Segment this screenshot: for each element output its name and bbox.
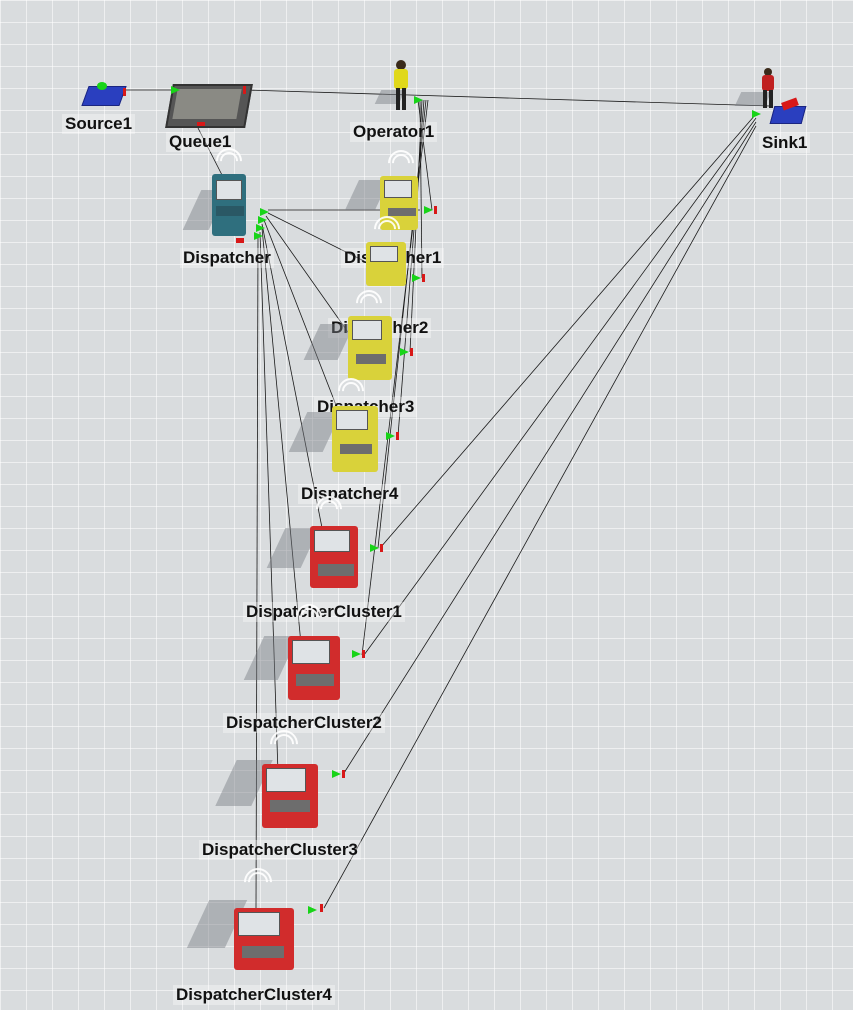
dispatcher-cluster1-label: DispatcherCluster1 [243,602,405,622]
dispatcher-cluster3-object[interactable] [215,724,356,830]
dispatcher-cluster2-object[interactable] [243,598,370,702]
dispatcher4-object[interactable] [288,372,406,478]
dispatcher1-object[interactable] [345,144,442,236]
sink-label: Sink1 [759,133,811,153]
dispatcher-cluster4-label: DispatcherCluster4 [173,985,335,1005]
sink-object[interactable] [734,66,808,128]
dispatcher-cluster2-label: DispatcherCluster2 [223,713,385,733]
queue-object[interactable] [163,82,253,130]
operator-label: Operator1 [350,122,438,142]
dispatcher-object[interactable] [182,142,276,246]
dispatcher-cluster1-object[interactable] [266,490,386,592]
source-object[interactable] [81,82,127,108]
dispatcher4-label: Dispatcher4 [298,484,402,504]
queue-label: Queue1 [166,132,235,152]
operator-object[interactable] [374,60,428,118]
dispatcher2-object[interactable] [336,210,436,286]
source-label: Source1 [62,114,136,134]
dispatcher3-object[interactable] [303,284,422,386]
dispatcher-cluster3-label: DispatcherCluster3 [199,840,361,860]
dispatcher-label: Dispatcher [180,248,274,268]
dispatcher-cluster4-object[interactable] [186,862,332,974]
